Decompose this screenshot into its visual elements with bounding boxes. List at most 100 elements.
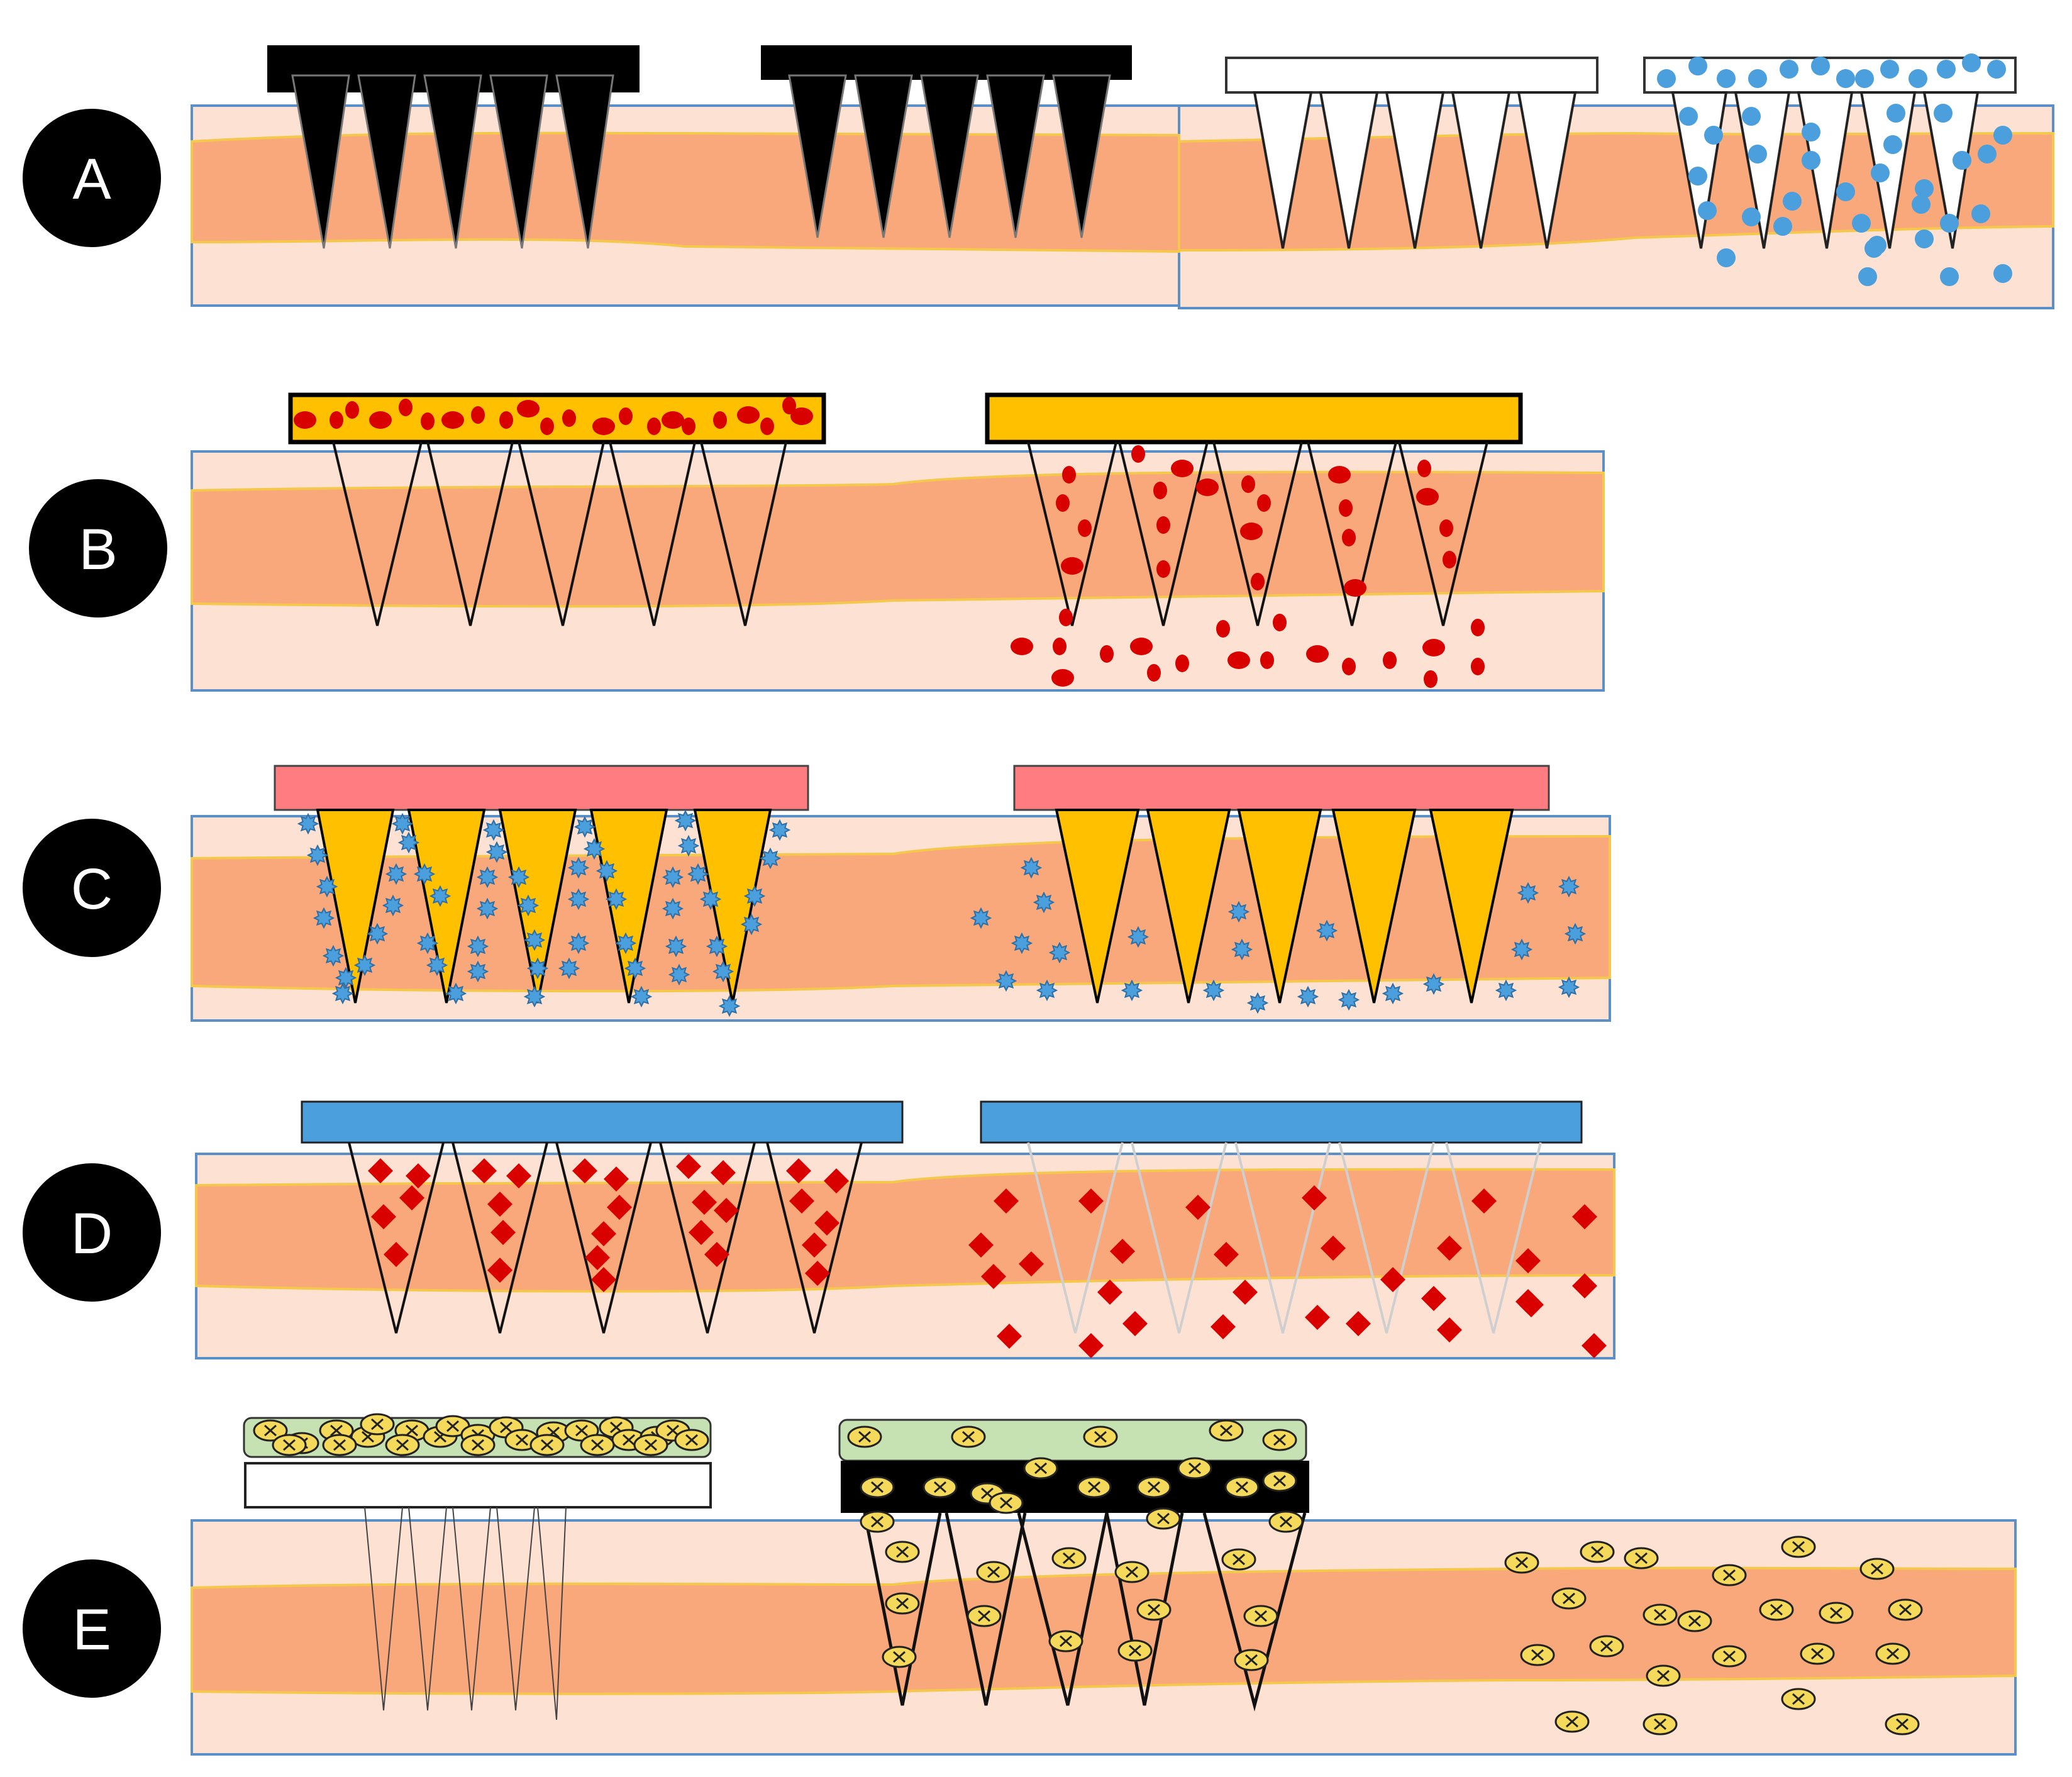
red-diamond-drug-icon: [572, 1158, 597, 1183]
red-diamond-drug-icon: [1233, 1280, 1258, 1305]
red-diamond-drug-icon: [1572, 1273, 1597, 1298]
red-oval-drug-icon: [1171, 460, 1194, 477]
yellow-cross-circle-drug-icon: [322, 1434, 357, 1456]
blue-star-drug-icon: [507, 866, 530, 888]
blue-star-drug-icon: [316, 875, 338, 898]
blue-circle-drug-icon: [1657, 69, 1676, 88]
yellow-cross-circle-drug-icon: [529, 1434, 565, 1456]
blue-star-drug-icon: [706, 935, 728, 958]
red-diamond-drug-icon: [1380, 1267, 1405, 1292]
red-oval-drug-icon: [1260, 651, 1274, 669]
red-diamond-drug-icon: [472, 1158, 497, 1183]
yellow-cross-circle-drug-icon: [1875, 1642, 1910, 1665]
blue-circle-drug-icon: [1912, 195, 1931, 214]
blue-star-drug-icon: [445, 982, 467, 1005]
blue-star-drug-icon: [712, 960, 734, 983]
red-oval-drug-icon: [1422, 639, 1445, 656]
blue-star-drug-icon: [382, 894, 404, 917]
blue-star-drug-icon: [1231, 938, 1253, 961]
blue-star-drug-icon: [391, 812, 414, 835]
red-diamond-drug-icon: [607, 1195, 632, 1220]
red-oval-drug-icon: [662, 411, 684, 429]
blue-circle-drug-icon: [1962, 53, 1981, 72]
yellow-cross-circle-drug-icon: [922, 1476, 958, 1498]
yellow-cross-circle-drug-icon: [580, 1434, 615, 1456]
blue-star-drug-icon: [413, 863, 436, 885]
blue-star-drug-icon: [306, 844, 329, 866]
red-diamond-drug-icon: [802, 1232, 827, 1258]
red-oval-drug-icon: [1053, 638, 1066, 655]
yellow-cross-circle-drug-icon: [1262, 1429, 1297, 1451]
yellow-cross-circle-drug-icon: [272, 1434, 307, 1456]
red-diamond-drug-icon: [1110, 1239, 1135, 1264]
yellow-cross-circle-drug-icon: [1224, 1476, 1260, 1498]
yellow-cross-circle-drug-icon: [882, 1646, 917, 1668]
blue-star-drug-icon: [1127, 926, 1150, 948]
red-oval-drug-icon: [1062, 466, 1076, 484]
yellow-cross-circle-drug-icon: [1677, 1610, 1712, 1632]
row-e-yellow-drug-particles: [253, 1413, 1923, 1735]
red-diamond-drug-icon: [789, 1188, 814, 1214]
red-oval-drug-icon: [682, 418, 695, 435]
row-label-b: B: [29, 479, 167, 617]
svg-text:A: A: [72, 147, 111, 211]
red-diamond-drug-icon: [591, 1267, 616, 1292]
yellow-cross-circle-drug-icon: [1520, 1644, 1555, 1666]
yellow-cross-circle-drug-icon: [1136, 1476, 1172, 1498]
blue-star-drug-icon: [482, 819, 505, 841]
blue-star-drug-icon: [740, 913, 763, 936]
red-oval-drug-icon: [1216, 620, 1230, 638]
red-oval-drug-icon: [499, 411, 513, 429]
red-diamond-drug-icon: [1572, 1204, 1597, 1229]
red-oval-drug-icon: [1147, 664, 1161, 682]
red-oval-drug-icon: [540, 418, 554, 435]
blue-star-drug-icon: [1033, 891, 1055, 914]
yellow-cross-circle-drug-icon: [1268, 1510, 1304, 1533]
yellow-cross-circle-drug-icon: [1624, 1547, 1659, 1569]
blue-star-drug-icon: [677, 834, 700, 857]
red-diamond-drug-icon: [604, 1166, 629, 1192]
blue-star-drug-icon: [366, 922, 389, 945]
blue-star-drug-icon: [759, 847, 782, 870]
blue-star-drug-icon: [322, 944, 345, 967]
blue-circle-drug-icon: [1858, 267, 1877, 286]
red-oval-drug-icon: [1100, 645, 1114, 663]
red-oval-drug-icon: [1306, 645, 1329, 663]
blue-circle-drug-icon: [1773, 217, 1792, 236]
svg-text:B: B: [79, 518, 117, 582]
blue-star-drug-icon: [662, 866, 684, 888]
yellow-cross-circle-drug-icon: [1221, 1548, 1256, 1571]
red-oval-drug-icon: [1175, 655, 1189, 672]
blue-circle-drug-icon: [1811, 57, 1830, 75]
red-oval-drug-icon: [1196, 479, 1219, 496]
blue-star-drug-icon: [614, 932, 637, 955]
blue-star-drug-icon: [313, 907, 335, 929]
red-diamond-drug-icon: [1122, 1311, 1148, 1336]
red-diamond-drug-icon: [805, 1261, 830, 1286]
yellow-cross-circle-drug-icon: [1712, 1645, 1747, 1668]
row-label-e: E: [23, 1559, 161, 1698]
blue-star-drug-icon: [517, 894, 540, 917]
yellow-cross-circle-drug-icon: [674, 1429, 709, 1451]
red-oval-drug-icon: [1443, 551, 1456, 568]
blue-circle-drug-icon: [1836, 182, 1855, 201]
row-a-solid-patch-2: [761, 45, 1132, 238]
red-diamond-drug-icon: [692, 1190, 717, 1215]
yellow-cross-circle-drug-icon: [1885, 1713, 1920, 1735]
yellow-cross-circle-drug-icon: [1209, 1419, 1244, 1442]
yellow-cross-circle-drug-icon: [1504, 1551, 1539, 1574]
red-diamond-drug-icon: [689, 1220, 714, 1245]
row-a-solid-patch-1: [267, 45, 640, 249]
blue-circle-drug-icon: [1915, 230, 1934, 248]
red-oval-drug-icon: [713, 411, 727, 429]
red-diamond-drug-icon: [406, 1163, 431, 1188]
blue-star-drug-icon: [1202, 979, 1225, 1002]
blue-star-drug-icon: [476, 897, 499, 920]
blue-star-drug-icon: [768, 819, 791, 841]
row-c-coated-patch-inserted: [274, 765, 809, 1004]
row-label-a: A: [23, 109, 161, 247]
blue-circle-drug-icon: [1864, 239, 1883, 258]
blue-circle-drug-icon: [1978, 145, 1997, 163]
red-diamond-drug-icon: [968, 1232, 994, 1258]
red-diamond-drug-icon: [1097, 1280, 1122, 1305]
